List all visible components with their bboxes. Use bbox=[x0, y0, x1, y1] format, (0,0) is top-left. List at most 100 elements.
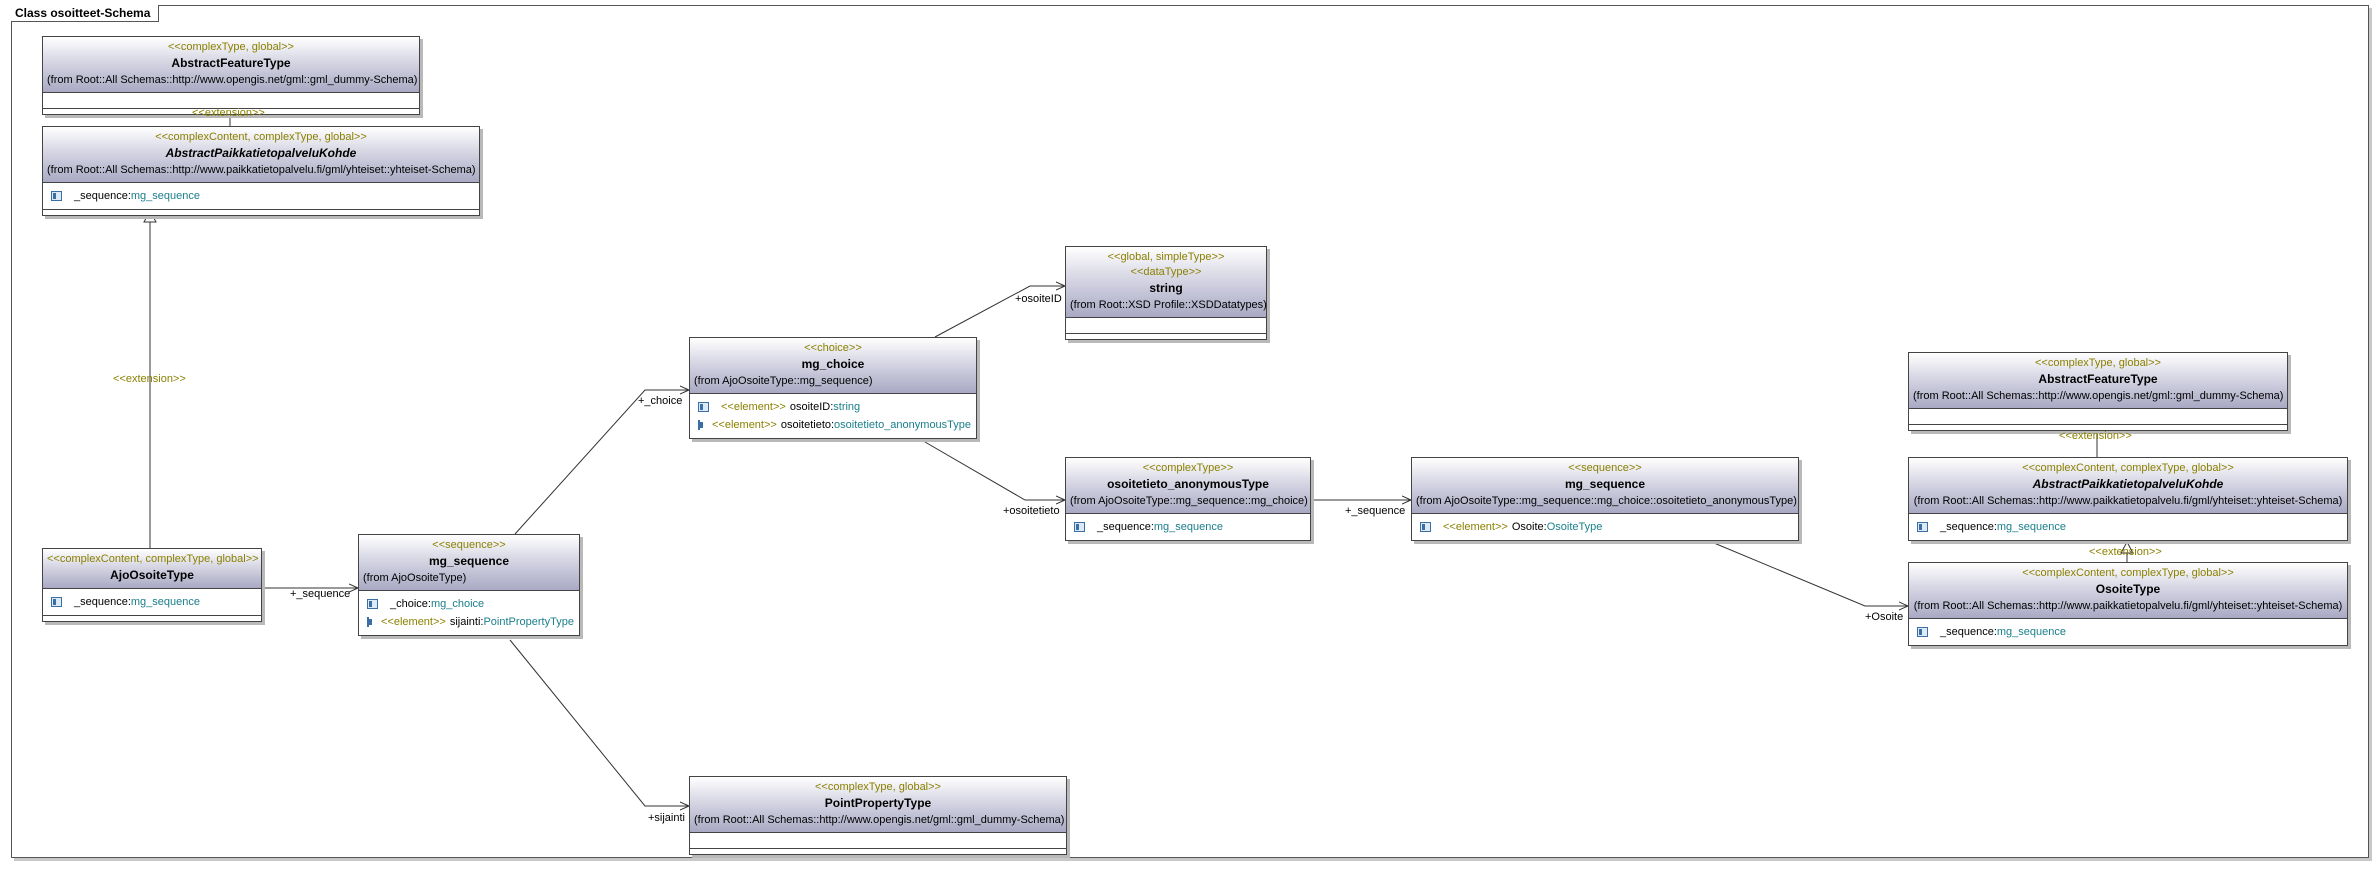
attribute-compartment bbox=[43, 93, 419, 108]
class-origin: (from Root::All Schemas::http://www.open… bbox=[1913, 390, 2284, 402]
attribute-icon bbox=[698, 420, 703, 430]
class-header: <<global, simpleType>> <<dataType>> stri… bbox=[1066, 247, 1267, 318]
class-origin: (from AjoOsoiteType::mg_sequence::mg_cho… bbox=[1416, 495, 1797, 507]
class-osoitetieto-anonymous-type[interactable]: <<complexType>> osoitetieto_anonymousTyp… bbox=[1065, 457, 1311, 541]
class-header: <<complexContent, complexType, global>> … bbox=[1909, 563, 2347, 619]
attribute-compartment bbox=[1066, 318, 1266, 333]
class-name: AbstractFeatureType bbox=[2038, 372, 2158, 386]
stereotype: <<complexContent, complexType, global>> bbox=[155, 131, 367, 143]
role-label-osoite: +Osoite bbox=[1865, 611, 1904, 623]
class-origin: (from AjoOsoiteType::mg_sequence::mg_cho… bbox=[1070, 495, 1308, 507]
class-header: <<complexContent, complexType, global>> … bbox=[1909, 458, 2347, 514]
attribute-type: mg_choice bbox=[430, 598, 485, 610]
attribute-type: mg_sequence bbox=[1153, 521, 1223, 533]
attribute-icon bbox=[1917, 627, 1928, 637]
stereotype: <<complexType>> bbox=[1142, 462, 1234, 474]
extension-label-mid-left: <<extension>> bbox=[113, 373, 186, 385]
attribute-row[interactable]: _sequence: mg_sequence bbox=[49, 593, 255, 611]
attribute-name: _sequence: bbox=[74, 596, 131, 608]
class-header: <<choice>> mg_choice (from AjoOsoiteType… bbox=[690, 338, 976, 394]
attribute-row[interactable]: _choice: mg_choice bbox=[365, 595, 573, 613]
attribute-row[interactable]: _sequence: mg_sequence bbox=[1915, 518, 2341, 536]
stereotype: <<choice>> bbox=[804, 342, 862, 354]
attribute-name: _sequence: bbox=[74, 190, 131, 202]
operation-compartment bbox=[1909, 424, 2287, 430]
attribute-type: osoitetieto_anonymousType bbox=[834, 419, 972, 431]
attribute-row[interactable]: _sequence: mg_sequence bbox=[1072, 518, 1304, 536]
class-abstract-paikkatietopalvelu-left[interactable]: <<complexContent, complexType, global>> … bbox=[42, 126, 480, 216]
class-ajo-osoite-type[interactable]: <<complexContent, complexType, global>> … bbox=[42, 548, 262, 622]
class-header: <<complexType, global>> AbstractFeatureT… bbox=[43, 37, 419, 93]
class-name: PointPropertyType bbox=[824, 796, 932, 810]
attribute-type: mg_sequence bbox=[130, 596, 200, 608]
attribute-compartment: _sequence: mg_sequence bbox=[43, 589, 261, 615]
attribute-stereotype: <<element>> bbox=[1443, 521, 1508, 533]
assoc-choice bbox=[514, 390, 689, 535]
attribute-name: sijainti: bbox=[449, 616, 484, 628]
attribute-icon bbox=[367, 599, 378, 609]
class-mg-choice[interactable]: <<choice>> mg_choice (from AjoOsoiteType… bbox=[689, 337, 977, 439]
class-name: string bbox=[1149, 281, 1183, 295]
stereotype: <<complexType, global>> bbox=[168, 41, 294, 53]
class-origin: (from AjoOsoiteType) bbox=[363, 572, 467, 584]
class-header: <<complexType, global>> AbstractFeatureT… bbox=[1909, 353, 2287, 409]
attribute-row[interactable]: <<element>> Osoite: OsoiteType bbox=[1418, 518, 1792, 536]
role-label-sequence-1: +_sequence bbox=[290, 588, 351, 600]
class-origin: (from Root::All Schemas::http://www.open… bbox=[47, 74, 418, 86]
attribute-name: Osoite: bbox=[1511, 521, 1547, 533]
class-origin: (from Root::All Schemas::http://www.paik… bbox=[1913, 600, 2343, 612]
class-origin: (from Root::All Schemas::http://www.paik… bbox=[47, 164, 476, 176]
class-abstract-paikkatietopalvelu-right[interactable]: <<complexContent, complexType, global>> … bbox=[1908, 457, 2348, 541]
operation-compartment bbox=[43, 209, 479, 215]
class-mg-sequence-2[interactable]: <<sequence>> mg_sequence (from AjoOsoite… bbox=[1411, 457, 1799, 541]
attribute-row[interactable]: <<element>> osoiteID: string bbox=[696, 398, 970, 416]
attribute-compartment bbox=[1909, 409, 2287, 424]
stereotype: <<global, simpleType>> bbox=[1107, 251, 1225, 263]
diagram-frame bbox=[11, 5, 2369, 858]
class-name: AjoOsoiteType bbox=[110, 568, 194, 582]
attribute-icon bbox=[698, 402, 709, 412]
attribute-stereotype: <<element>> bbox=[721, 401, 786, 413]
attribute-compartment bbox=[690, 833, 1066, 848]
diagram-frame-title: Class osoitteet-Schema bbox=[11, 5, 160, 22]
stereotype: <<sequence>> bbox=[1568, 462, 1642, 474]
class-mg-sequence-1[interactable]: <<sequence>> mg_sequence (from AjoOsoite… bbox=[358, 534, 580, 636]
assoc-sijainti bbox=[509, 639, 689, 806]
role-label-sequence-2: +_sequence bbox=[1345, 505, 1406, 517]
class-abstract-feature-type-right[interactable]: <<complexType, global>> AbstractFeatureT… bbox=[1908, 352, 2288, 431]
stereotype: <<complexType, global>> bbox=[815, 781, 941, 793]
class-header: <<sequence>> mg_sequence (from AjoOsoite… bbox=[359, 535, 579, 591]
role-label-choice: +_choice bbox=[638, 395, 683, 407]
attribute-compartment: <<element>> osoiteID: string <<element>>… bbox=[690, 394, 976, 438]
class-name: AbstractPaikkatietopalveluKohde bbox=[2032, 477, 2224, 491]
attribute-name: _sequence: bbox=[1940, 626, 1997, 638]
role-label-osoiteID: +osoiteID bbox=[1015, 293, 1062, 305]
attribute-row[interactable]: <<element>> sijainti: PointPropertyType bbox=[365, 613, 574, 631]
class-origin: (from Root::XSD Profile::XSDDatatypes) bbox=[1070, 299, 1267, 311]
class-abstract-feature-type-left[interactable]: <<complexType, global>> AbstractFeatureT… bbox=[42, 36, 420, 115]
role-label-osoitetieto: +osoitetieto bbox=[1003, 505, 1060, 517]
attribute-row[interactable]: _sequence: mg_sequence bbox=[49, 187, 473, 205]
operation-compartment bbox=[43, 108, 419, 114]
attribute-compartment: _sequence: mg_sequence bbox=[43, 183, 479, 209]
class-point-property-type[interactable]: <<complexType, global>> PointPropertyTyp… bbox=[689, 776, 1067, 855]
stereotype: <<complexType, global>> bbox=[2035, 357, 2161, 369]
attribute-row[interactable]: <<element>> osoitetieto: osoitetieto_ano… bbox=[696, 416, 972, 434]
class-header: <<sequence>> mg_sequence (from AjoOsoite… bbox=[1412, 458, 1798, 514]
class-origin: (from AjoOsoiteType::mg_sequence) bbox=[694, 375, 873, 387]
attribute-type: mg_sequence bbox=[1996, 521, 2066, 533]
stereotype: <<dataType>> bbox=[1130, 266, 1202, 278]
class-header: <<complexType>> osoitetieto_anonymousTyp… bbox=[1066, 458, 1310, 514]
assoc-osoiteID bbox=[934, 286, 1065, 338]
attribute-type: OsoiteType bbox=[1546, 521, 1603, 533]
attribute-compartment: <<element>> Osoite: OsoiteType bbox=[1412, 514, 1798, 540]
attribute-icon bbox=[367, 617, 372, 627]
stereotype: <<sequence>> bbox=[432, 539, 506, 551]
class-header: <<complexContent, complexType, global>> … bbox=[43, 127, 479, 183]
class-name: AbstractFeatureType bbox=[171, 56, 291, 70]
class-string[interactable]: <<global, simpleType>> <<dataType>> stri… bbox=[1065, 246, 1267, 340]
attribute-row[interactable]: _sequence: mg_sequence bbox=[1915, 623, 2341, 641]
class-header: <<complexType, global>> PointPropertyTyp… bbox=[690, 777, 1066, 833]
class-osoite-type[interactable]: <<complexContent, complexType, global>> … bbox=[1908, 562, 2348, 646]
operation-compartment bbox=[1066, 333, 1266, 339]
